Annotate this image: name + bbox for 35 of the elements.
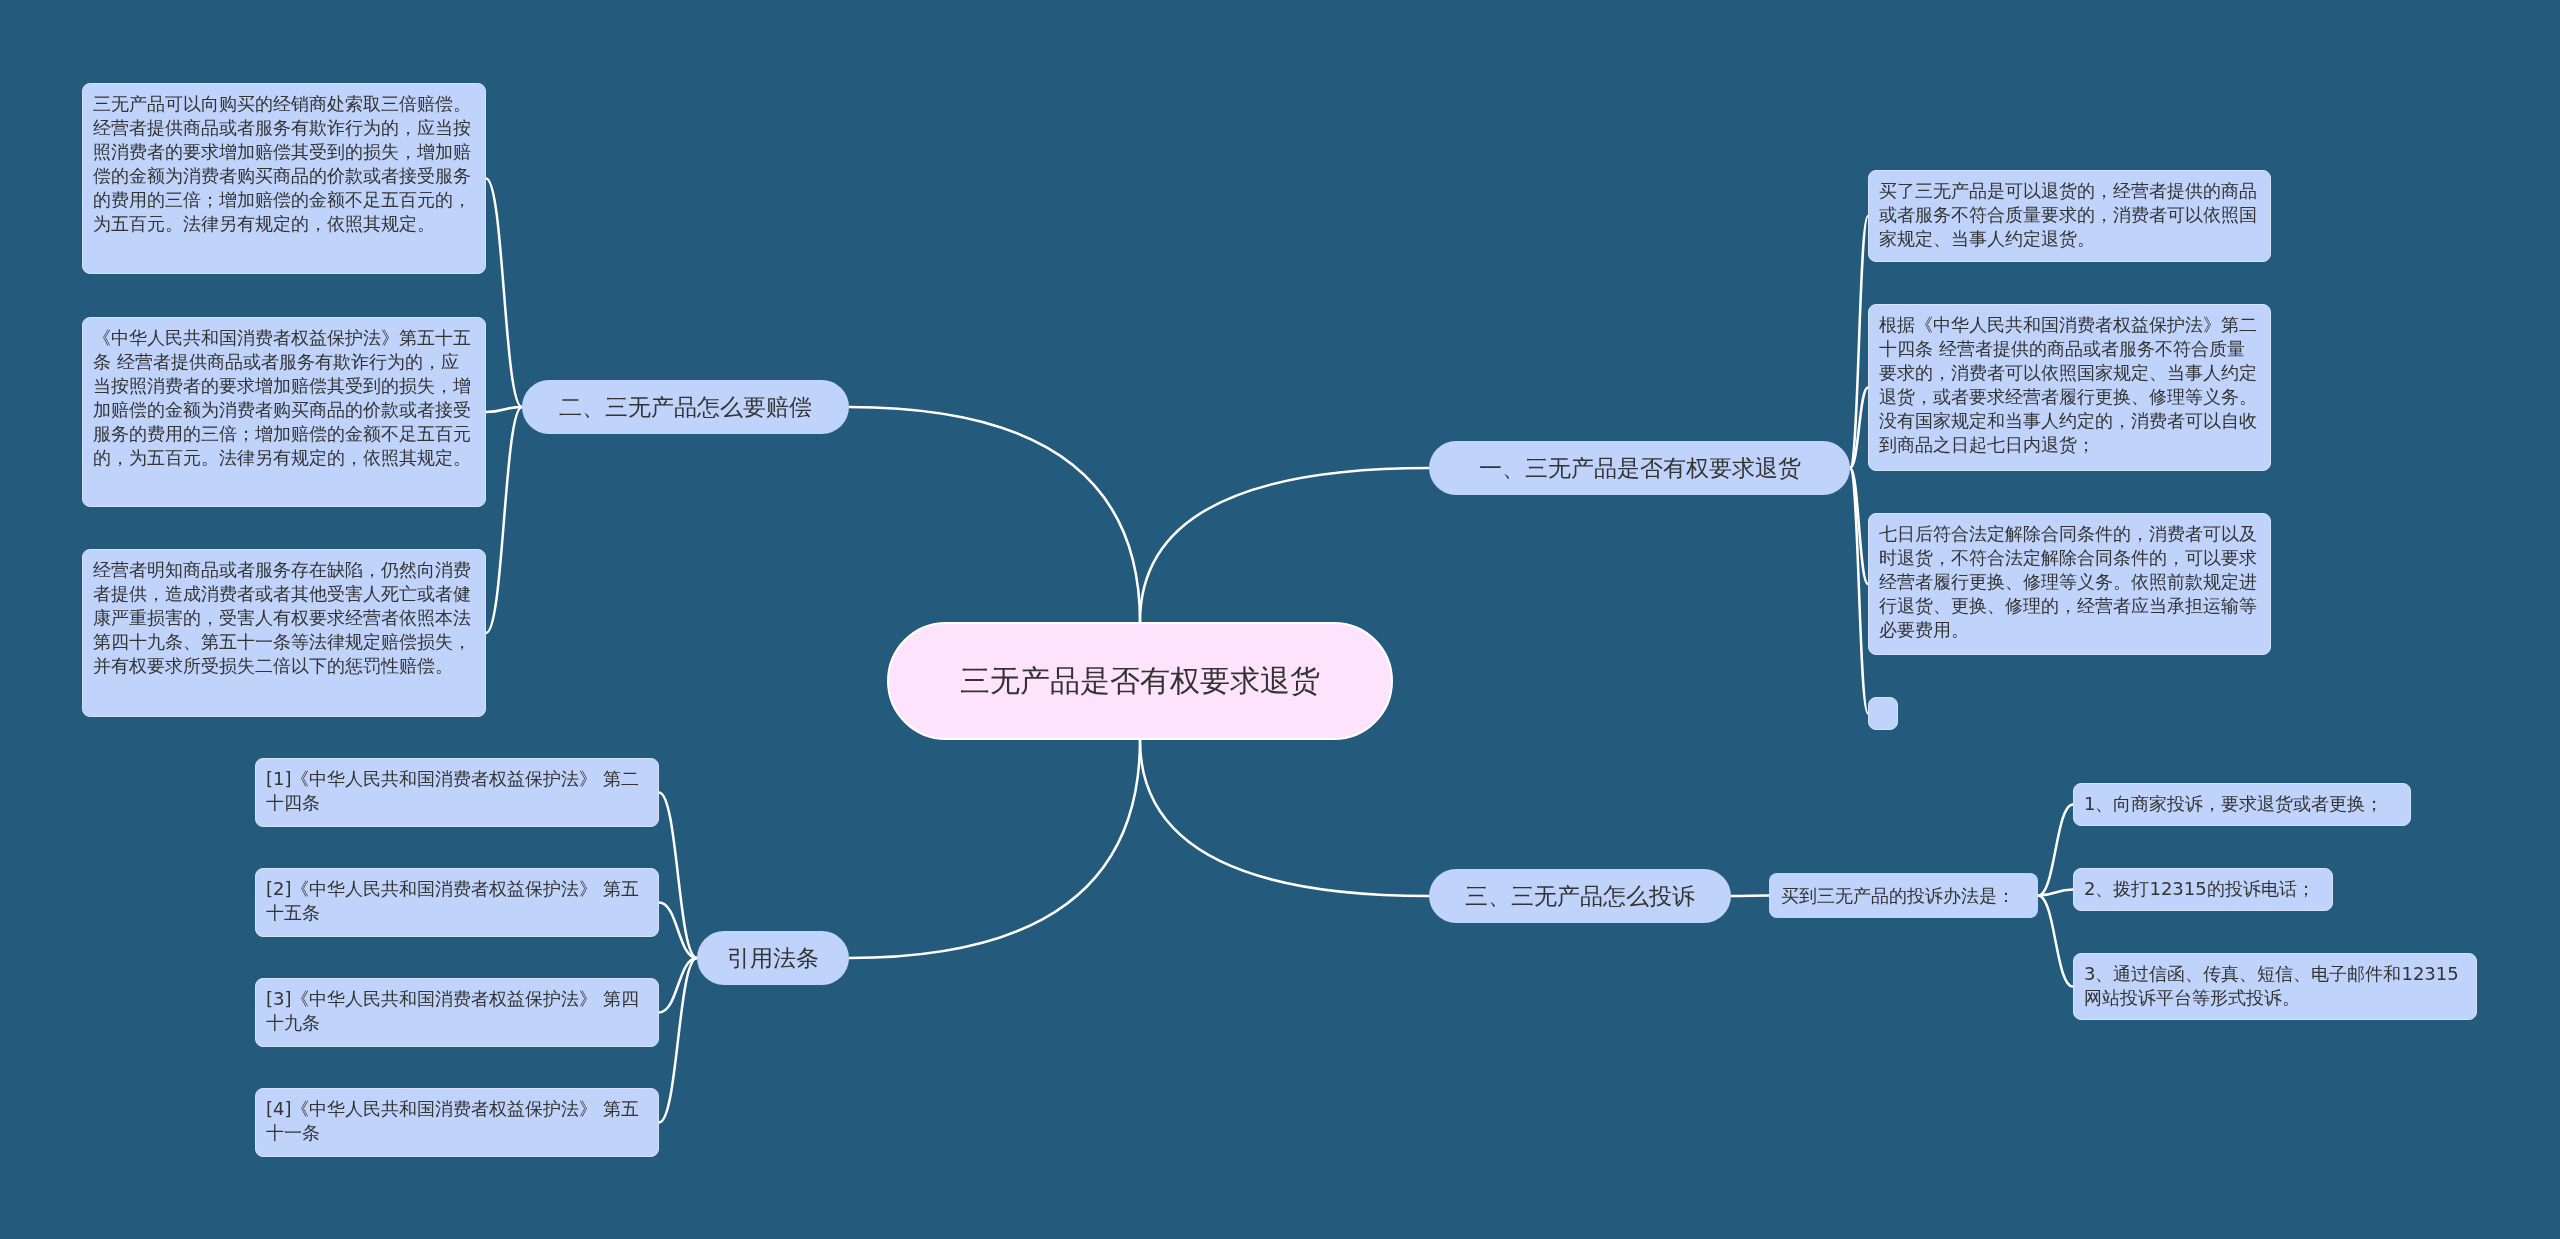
connector-line — [658, 791, 698, 959]
text-card: [4]《中华人民共和国消费者权益保护法》 第五十一条 — [255, 1088, 659, 1157]
text-card: [1]《中华人民共和国消费者权益保护法》 第二十四条 — [255, 758, 659, 827]
connector-line — [1849, 467, 1869, 585]
connector-line — [1849, 386, 1869, 469]
text-card: 3、通过信函、传真、短信、电子邮件和12315网站投诉平台等形式投诉。 — [2073, 953, 2477, 1020]
subtopic-box: 买到三无产品的投诉办法是： — [1769, 873, 2038, 918]
connector-line — [2037, 888, 2074, 897]
text-card: [3]《中华人民共和国消费者权益保护法》 第四十九条 — [255, 978, 659, 1047]
empty-box — [1868, 697, 1898, 730]
connector-line — [2037, 803, 2074, 897]
connector-line — [658, 956, 698, 1014]
connector-line — [485, 177, 523, 408]
text-card: 买了三无产品是可以退货的，经营者提供的商品或者服务不符合质量要求的，消费者可以依照国家规定、当事人约定退货。 — [1868, 170, 2271, 262]
connector-line — [2037, 894, 2074, 988]
connector-line — [658, 957, 698, 1124]
text-card: 三无产品可以向购买的经销商处索取三倍赔偿。经营者提供商品或者服务有欺诈行为的，应当按照消费者的要求增加赔偿其受到的损失，增加赔偿的金额为消费者购买商品的价款或者接受服务的费用的三倍；增加赔偿的金额不足五百元的，为五百元。法律另有规定的，依照其规定。 — [82, 83, 486, 274]
connector-line — [848, 405, 1142, 623]
branch-topic: 二、三无产品怎么要赔偿 — [522, 380, 849, 434]
central-topic: 三无产品是否有权要求退货 — [887, 622, 1393, 740]
connector-line — [658, 901, 698, 960]
connector-line — [1731, 894, 1769, 898]
text-card: 七日后符合法定解除合同条件的，消费者可以及时退货，不符合法定解除合同条件的，可以要求经营者履行更换、修理等义务。依照前款规定进行退货、更换、修理的，经营者应当承担运输等必要费用。 — [1868, 513, 2271, 655]
connector-line — [485, 406, 523, 634]
connector-line — [848, 739, 1142, 960]
text-card: 2、拨打12315的投诉电话； — [2073, 868, 2333, 911]
branch-topic: 引用法条 — [697, 931, 849, 985]
branch-topic: 一、三无产品是否有权要求退货 — [1429, 441, 1850, 495]
text-card: 根据《中华人民共和国消费者权益保护法》第二十四条 经营者提供的商品或者服务不符合质量要求的，消费者可以依照国家规定、当事人约定退货，或者要求经营者履行更换、修理等义务。没有国家规定和当事人约定的，消费者可以自收到商品之日起七日内退货； — [1868, 304, 2271, 471]
text-card: 《中华人民共和国消费者权益保护法》第五十五条 经营者提供商品或者服务有欺诈行为的，应当按照消费者的要求增加赔偿其受到的损失，增加赔偿的金额为消费者购买商品的价款或者接受服务的费用的三倍；增加赔偿的金额不足五百元的，为五百元。法律另有规定的，依照其规定。 — [82, 317, 486, 507]
text-card: 1、向商家投诉，要求退货或者更换； — [2073, 783, 2411, 826]
connector-line — [485, 405, 523, 414]
text-card: 经营者明知商品或者服务存在缺陷，仍然向消费者提供，造成消费者或者其他受害人死亡或者健康严重损害的，受害人有权要求经营者依照本法第四十九条、第五十一条等法律规定赔偿损失，并有权要求所受损失二倍以下的惩罚性赔偿。 — [82, 549, 486, 717]
text-card: [2]《中华人民共和国消费者权益保护法》 第五十五条 — [255, 868, 659, 937]
branch-topic: 三、三无产品怎么投诉 — [1429, 869, 1731, 923]
